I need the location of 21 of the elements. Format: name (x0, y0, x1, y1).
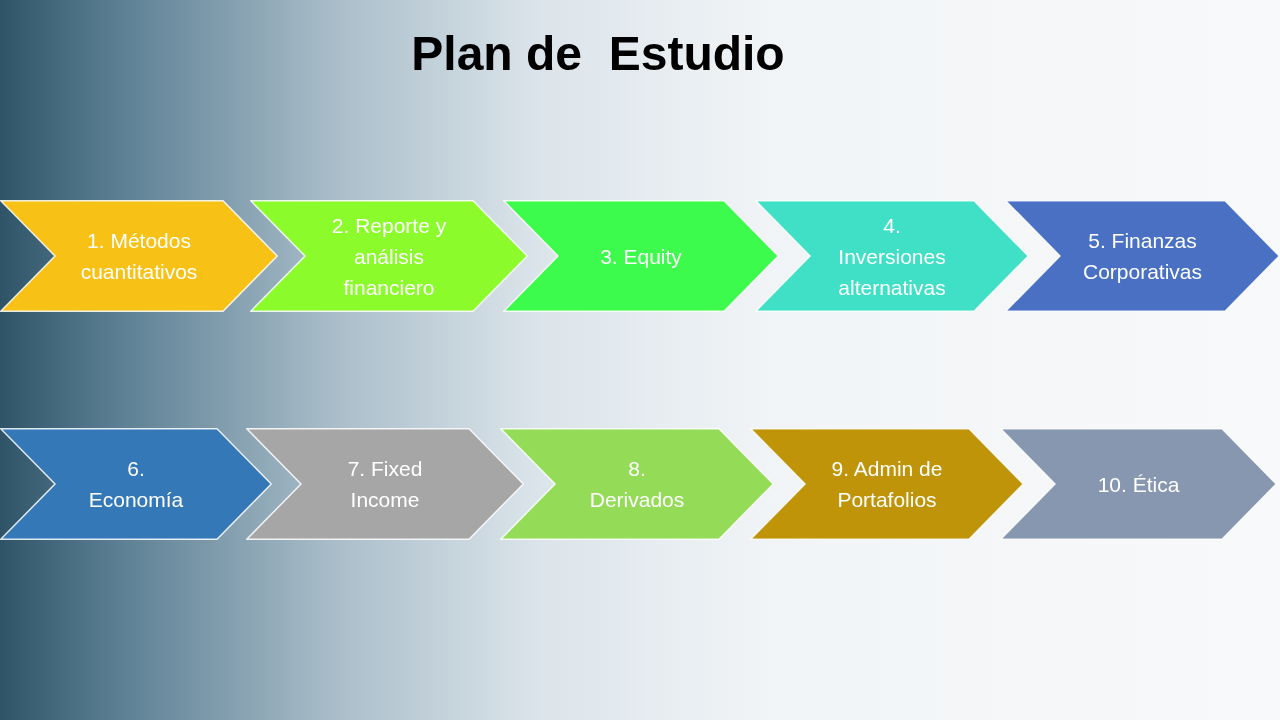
process-step (500, 428, 774, 540)
process-step (1005, 200, 1280, 312)
process-step (0, 200, 278, 312)
step-label: 4. Inversiones alternativas (837, 212, 947, 301)
step-label: 8. Derivados (588, 456, 686, 513)
step-label: 7. Fixed Income (346, 456, 424, 513)
process-step (1000, 428, 1277, 540)
slide-title: Plan de Estudio (411, 26, 785, 81)
process-step (0, 428, 272, 540)
process-step (755, 200, 1029, 312)
process-step (750, 428, 1024, 540)
step-label: 9. Admin de Portafolios (830, 456, 944, 513)
step-label: 3. Equity (600, 243, 682, 270)
step-label: 10. Ética (1097, 471, 1180, 498)
process-step (246, 428, 524, 540)
process-step (503, 200, 779, 312)
process-step (250, 200, 528, 312)
step-label: 1. Métodos cuantitativos (79, 228, 199, 285)
step-label: 2. Reporte y análisis financiero (330, 212, 448, 301)
step-label: 5. Finanzas Corporativas (1081, 228, 1204, 285)
step-label: 6. Economía (87, 456, 185, 513)
